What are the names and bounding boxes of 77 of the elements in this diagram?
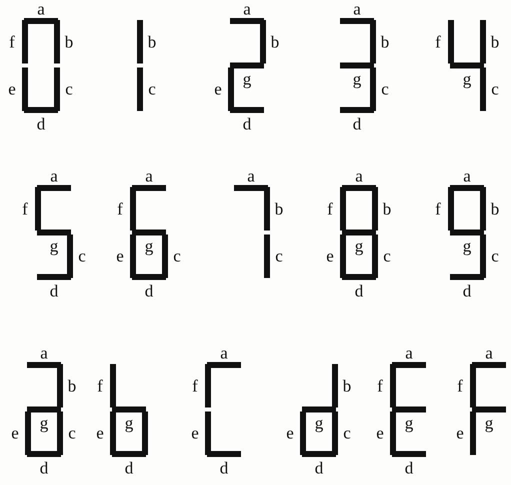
- segment-label: f: [9, 33, 15, 50]
- segment-label: a: [37, 0, 45, 18]
- segment-label: c: [381, 80, 389, 98]
- segment-label: d: [144, 282, 154, 300]
- segment-label: g: [242, 70, 252, 87]
- segment-label: f: [457, 377, 463, 394]
- segment-label: b: [64, 33, 74, 50]
- segment-label: c: [65, 80, 73, 98]
- segment-label: f: [435, 33, 441, 50]
- segment-label: c: [275, 248, 283, 265]
- segment-label: d: [314, 460, 324, 476]
- segment-label: d: [354, 282, 364, 300]
- segment-label: g: [462, 70, 472, 87]
- segment-label: d: [124, 460, 134, 476]
- segment-label: b: [382, 200, 392, 218]
- segment-label: g: [354, 237, 364, 254]
- segment-label: b: [342, 377, 352, 394]
- segment-label: e: [286, 424, 294, 442]
- segment-label: a: [40, 344, 48, 362]
- segment-label: e: [116, 248, 124, 265]
- segment-label: d: [50, 282, 58, 300]
- segment-label: g: [124, 414, 134, 431]
- segment-label: e: [191, 424, 199, 442]
- segment-label: e: [456, 424, 464, 442]
- segment-label: f: [435, 200, 441, 218]
- segment-label: f: [97, 377, 103, 394]
- segment-label: e: [8, 80, 16, 98]
- segment-label: b: [380, 33, 390, 50]
- segment-label: f: [22, 200, 28, 218]
- segment-label: g: [50, 237, 58, 254]
- segment-label: f: [377, 377, 383, 394]
- segment-label: f: [192, 377, 198, 394]
- segment-label: e: [96, 424, 104, 442]
- segment-label: a: [247, 168, 255, 184]
- segment-label: g: [314, 414, 324, 431]
- segment-label: d: [40, 460, 48, 476]
- segment-label: e: [11, 424, 19, 442]
- segment-label: c: [78, 248, 86, 265]
- segment-label: a: [220, 344, 228, 362]
- segment-label: f: [117, 200, 123, 218]
- segment-label: b: [270, 33, 280, 50]
- segment-label: c: [491, 80, 499, 98]
- segment-label: c: [68, 424, 76, 442]
- segment-label: e: [326, 248, 334, 265]
- segment-label: c: [383, 248, 391, 265]
- segment-label: a: [485, 344, 493, 362]
- segment-label: g: [40, 414, 48, 431]
- segment-label: b: [148, 33, 156, 50]
- segment-label: b: [490, 33, 500, 50]
- segment-label: d: [220, 460, 228, 476]
- segment-label: a: [405, 344, 413, 362]
- segment-label: c: [343, 424, 351, 442]
- segment-label: a: [355, 168, 363, 184]
- segment-label: c: [173, 248, 181, 265]
- segment-label: a: [353, 0, 361, 18]
- segment-label: b: [68, 377, 76, 394]
- segment-label: a: [145, 168, 153, 184]
- segment-label: g: [352, 70, 362, 87]
- segment-label: d: [352, 116, 362, 132]
- segment-label: g: [484, 414, 494, 431]
- segment-label: d: [462, 282, 472, 300]
- segment-label: f: [327, 200, 333, 218]
- segment-label: d: [404, 460, 414, 476]
- segment-label: b: [274, 200, 284, 218]
- segment-label: e: [376, 424, 384, 442]
- segment-label: g: [404, 414, 414, 431]
- segment-label: c: [491, 248, 499, 265]
- segment-label: e: [214, 80, 222, 98]
- segment-label: d: [36, 116, 46, 132]
- segment-label: g: [462, 237, 472, 254]
- segment-label: a: [463, 168, 471, 184]
- segment-label: d: [242, 116, 252, 132]
- segment-label: a: [50, 168, 58, 184]
- segment-label: g: [144, 237, 154, 254]
- segment-label: a: [243, 0, 251, 18]
- segment-label: b: [490, 200, 500, 218]
- segment-label: c: [148, 80, 156, 98]
